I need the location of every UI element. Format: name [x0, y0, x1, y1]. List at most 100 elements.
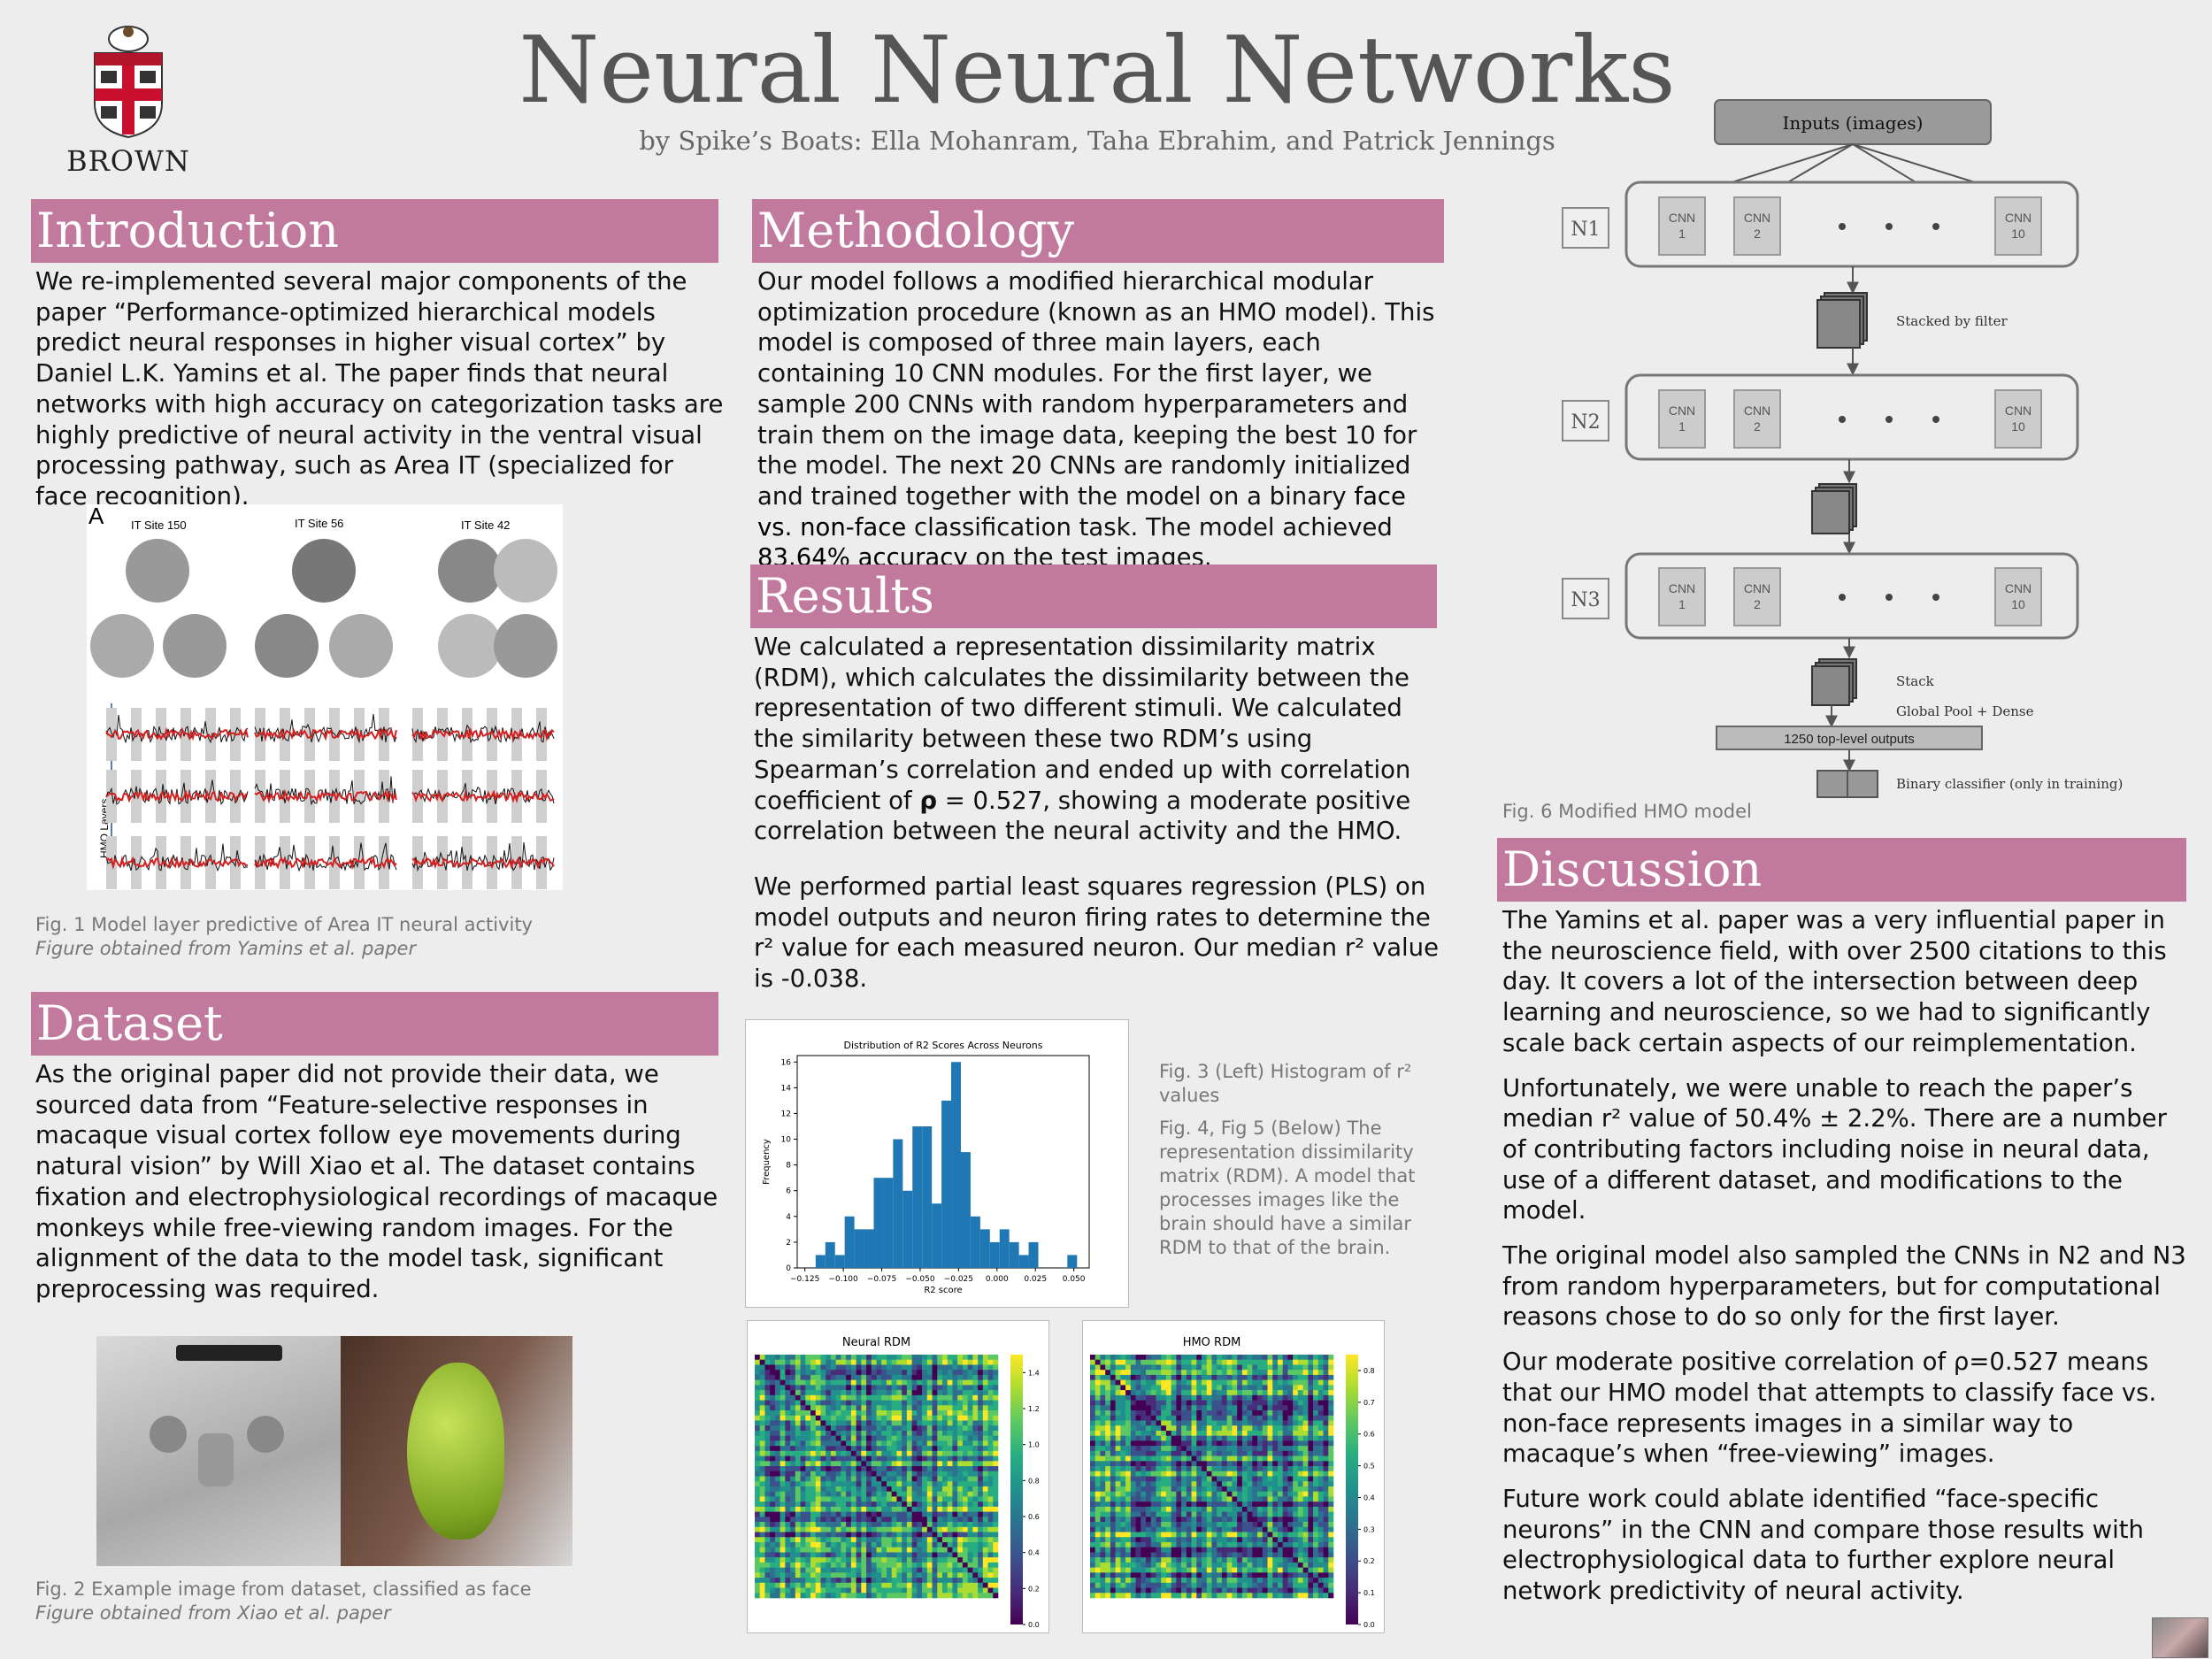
- rdm-colorbar-tick: 0.5: [1363, 1463, 1375, 1471]
- fig3-histogram: Distribution of R2 Scores Across Neurons…: [745, 1019, 1129, 1308]
- rdm-colorbar-tick: 1.0: [1028, 1441, 1040, 1449]
- stack-label: Stack: [1896, 673, 1935, 689]
- svg-text:CNN: CNN: [1744, 403, 1770, 418]
- fig1-site-label: IT Site 150: [131, 518, 187, 532]
- fig2-caption: Fig. 2 Example image from dataset, class…: [35, 1578, 708, 1625]
- fig2-sink-photo: [96, 1336, 341, 1566]
- histogram-bar: [864, 1229, 874, 1268]
- rdm-colorbar-tick: 0.0: [1363, 1621, 1375, 1629]
- layer-label-box: [1562, 578, 1609, 619]
- rdm-colorbar-tick: 0.6: [1363, 1431, 1375, 1439]
- fig1-stimulus-image: [255, 614, 319, 678]
- brown-shield-icon: [94, 26, 163, 139]
- discussion-paragraph: Our moderate positive correlation of ρ=0…: [1502, 1348, 2157, 1469]
- fig1-stimulus-image: [494, 539, 557, 603]
- histogram-bar: [941, 1100, 952, 1268]
- svg-text:10: 10: [2011, 419, 2025, 434]
- fig1-stimulus-image: [90, 614, 154, 678]
- fig3-caption: Fig. 3 (Left) Histogram of r² values: [1159, 1061, 1412, 1106]
- svg-text:CNN: CNN: [2005, 403, 2032, 418]
- rdm-colorbar-tick: 0.6: [1028, 1513, 1040, 1521]
- fig1-caption-source: Figure obtained from Yamins et al. paper: [35, 938, 417, 959]
- inputs-label: Inputs (images): [1783, 112, 1924, 134]
- fig1-stimulus-image: [292, 539, 356, 603]
- rdm-colorbar-tick: 0.2: [1028, 1585, 1040, 1593]
- histogram-y-tick: 16: [781, 1058, 792, 1067]
- histogram-bar: [979, 1229, 990, 1268]
- layer-label-box: [1562, 400, 1609, 442]
- fig1-caption-text: Fig. 1 Model layer predictive of Area IT…: [35, 914, 533, 935]
- histogram-bar: [844, 1216, 855, 1268]
- histogram-bar: [999, 1229, 1010, 1268]
- fig1-yamins-figure: A IT Site 150 IT Site 56 IT Site 42 HMO …: [87, 503, 563, 890]
- rdm-cells: [755, 1355, 999, 1599]
- fig1-stimulus-image: [163, 614, 227, 678]
- rdm-colorbar-tick: 0.8: [1028, 1477, 1040, 1485]
- fig2-caption-source: Figure obtained from Xiao et al. paper: [35, 1602, 391, 1624]
- discussion-text: The Yamins et al. paper was a very influ…: [1502, 905, 2189, 1607]
- dataset-heading: Dataset: [31, 992, 718, 1056]
- discussion-paragraph: The Yamins et al. paper was a very influ…: [1502, 906, 2167, 1057]
- histogram-bar: [960, 1152, 971, 1268]
- stacked-filter-label: Stacked by filter: [1896, 313, 2008, 329]
- brown-wordmark: BROWN: [66, 144, 190, 178]
- histogram-bar: [922, 1126, 933, 1268]
- rdm-colorbar-tick: 0.3: [1363, 1525, 1375, 1533]
- introduction-heading: Introduction: [31, 199, 718, 263]
- layer-label: N1: [1571, 219, 1600, 241]
- fig6-caption: Fig. 6 Modified HMO model: [1502, 801, 1752, 822]
- histogram-bar: [893, 1139, 903, 1268]
- histogram-bar: [883, 1178, 894, 1268]
- histogram-x-tick: 0.025: [1024, 1275, 1047, 1284]
- rdm-colorbar-tick: 0.2: [1363, 1557, 1375, 1565]
- histogram-x-tick: −0.125: [790, 1275, 819, 1284]
- rdm-colorbar-tick: 0.4: [1363, 1494, 1375, 1502]
- histogram-y-tick: 8: [786, 1162, 791, 1171]
- rdm-colorbar-tick: 1.4: [1028, 1369, 1040, 1377]
- histogram-bar: [932, 1203, 942, 1268]
- rdm-colorbar: [1010, 1355, 1023, 1624]
- poster-authors: by Spike’s Boats: Ella Mohanram, Taha Eb…: [639, 126, 1555, 156]
- fig2-caption-text: Fig. 2 Example image from dataset, class…: [35, 1578, 532, 1600]
- top-level-outputs-bar: [1716, 726, 1983, 750]
- fig2-dataset-images: [96, 1336, 572, 1566]
- global-pool-label: Global Pool + Dense: [1896, 703, 2034, 719]
- fig1-site-label: IT Site 56: [295, 517, 343, 530]
- stacked-filter-icon: [1811, 658, 1857, 706]
- rdm-colorbar-tick: 0.7: [1363, 1399, 1375, 1407]
- histogram-y-tick: 12: [781, 1110, 791, 1118]
- results-paragraph-rdm: We calculated a representation dissimila…: [754, 633, 1411, 846]
- histogram-bar: [873, 1178, 884, 1268]
- dataset-text: As the original paper did not provide th…: [35, 1060, 718, 1303]
- discussion-paragraph: Unfortunately, we were unable to reach t…: [1502, 1073, 2167, 1225]
- brown-logo: BROWN: [62, 19, 195, 178]
- fig1-stimulus-image: [329, 614, 393, 678]
- svg-text:1: 1: [1678, 419, 1686, 434]
- discussion-paragraph: Future work could ablate identified “fac…: [1502, 1484, 2144, 1606]
- svg-text:CNN: CNN: [2005, 581, 2032, 595]
- results-paragraph-pls: We performed partial least squares regre…: [754, 872, 1440, 994]
- svg-text:1: 1: [1678, 597, 1686, 611]
- histogram-x-tick: −0.100: [828, 1275, 858, 1284]
- layer-label: N3: [1571, 589, 1600, 611]
- histogram-x-label: R2 score: [924, 1286, 962, 1295]
- histogram-bar: [1009, 1241, 1019, 1268]
- rdm-cells: [1090, 1355, 1334, 1599]
- svg-text:CNN: CNN: [1669, 403, 1695, 418]
- svg-text:CNN: CNN: [1744, 581, 1770, 595]
- svg-text:2: 2: [1754, 597, 1761, 611]
- histogram-bar: [989, 1241, 1000, 1268]
- fig45-caption: Fig. 4, Fig 5 (Below) The representation…: [1159, 1118, 1416, 1258]
- histogram-x-tick: −0.025: [944, 1275, 973, 1284]
- histogram-title: Distribution of R2 Scores Across Neurons: [844, 1040, 1043, 1051]
- histogram-y-tick: 6: [786, 1187, 791, 1196]
- svg-text:CNN: CNN: [1669, 581, 1695, 595]
- layer-label: N2: [1571, 411, 1600, 434]
- histogram-bar: [951, 1062, 961, 1268]
- histogram-bar: [902, 1190, 913, 1268]
- fig1-panel-letter: A: [88, 504, 104, 529]
- histogram-bar: [970, 1216, 980, 1268]
- histogram-y-tick: 2: [786, 1239, 791, 1248]
- histogram-y-tick: 14: [781, 1084, 792, 1093]
- histogram-y-label: Frequency: [762, 1139, 772, 1185]
